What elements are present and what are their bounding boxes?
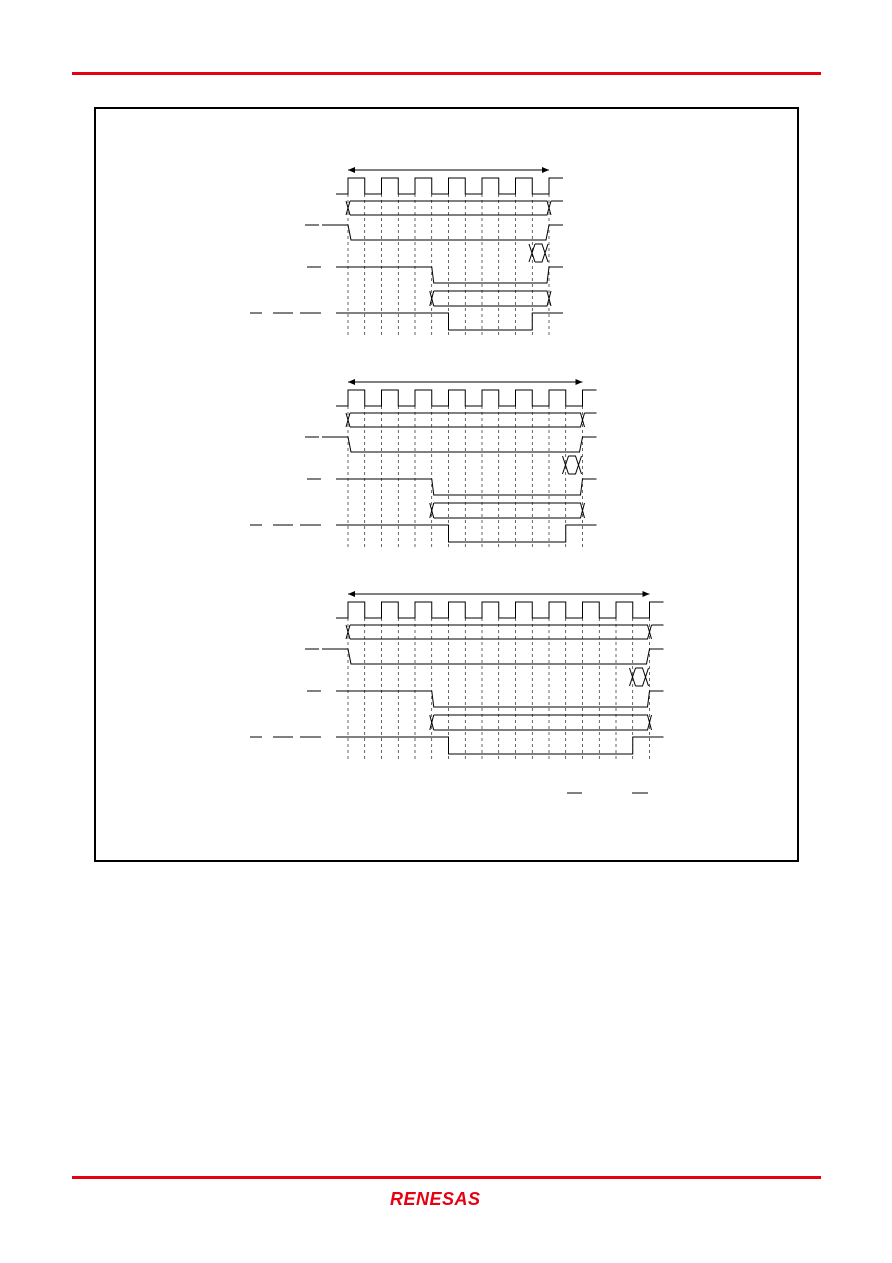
- wait-cross: [568, 455, 582, 475]
- wait-cross: [568, 455, 582, 475]
- renesas-logo: RENESAS: [388, 1186, 504, 1210]
- address-bus-top: [350, 624, 652, 640]
- address-bus-bottom: [350, 200, 552, 216]
- data-bus-bottom: [433, 502, 585, 519]
- data-bus-bottom: [433, 714, 652, 731]
- clock-waveform: [336, 177, 563, 195]
- arrow-head-left: [348, 591, 355, 597]
- wait-cross: [535, 243, 549, 263]
- arrow-head-right: [542, 167, 549, 173]
- output-strobe: [336, 312, 563, 331]
- wait-cross: [528, 243, 536, 263]
- data-bus-top: [433, 502, 585, 519]
- data-bus-top: [433, 714, 652, 731]
- address-bus-top: [350, 200, 552, 216]
- address-bus-top: [350, 412, 585, 428]
- header-rule: [72, 72, 821, 75]
- arrow-head-right: [642, 591, 650, 597]
- wait-cross: [562, 455, 569, 475]
- enable-signal: [336, 478, 597, 496]
- address-bus-bottom: [350, 412, 585, 428]
- timing-diagram-1: [250, 167, 563, 335]
- timing-diagram-3: [250, 591, 664, 759]
- clock-waveform: [336, 601, 664, 619]
- output-strobe: [336, 736, 664, 755]
- strobe-signal: [322, 436, 597, 453]
- wait-cross: [635, 667, 649, 687]
- figure-frame: [94, 107, 799, 862]
- arrow-head-right: [575, 379, 583, 385]
- enable-signal: [336, 266, 563, 284]
- wait-cross: [635, 667, 649, 687]
- arrow-head-left: [348, 167, 355, 173]
- enable-signal: [336, 690, 664, 708]
- renesas-logo-mark: RENESAS: [390, 1189, 481, 1209]
- wait-cross: [535, 243, 549, 263]
- clock-waveform: [336, 389, 597, 407]
- strobe-signal: [322, 648, 664, 665]
- renesas-logo-text: RENESAS: [390, 1189, 481, 1209]
- data-bus-top: [433, 290, 552, 307]
- data-bus-bottom: [433, 290, 552, 307]
- timing-diagram-2: [250, 379, 597, 547]
- output-strobe: [336, 524, 597, 543]
- address-bus-bottom: [350, 624, 652, 640]
- wait-cross: [629, 667, 636, 687]
- strobe-signal: [322, 224, 563, 241]
- arrow-head-left: [348, 379, 355, 385]
- footer-rule: [72, 1176, 821, 1179]
